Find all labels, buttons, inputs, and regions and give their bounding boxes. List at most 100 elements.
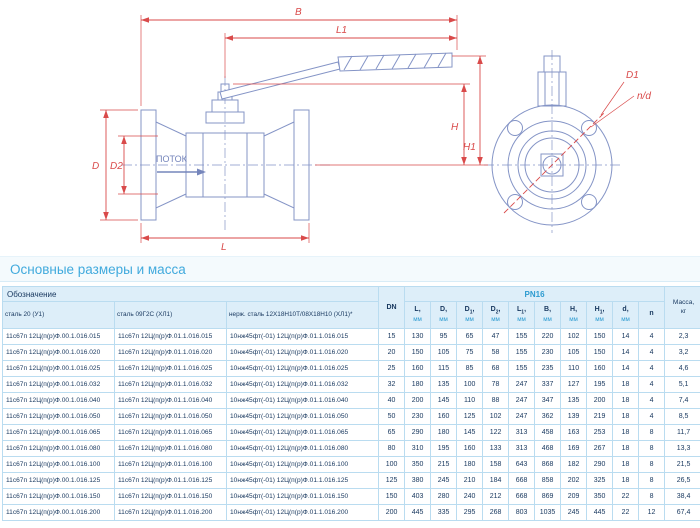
value-cell: 180 [430, 424, 458, 441]
designation-cell: 10нж45фт(-01) 12Ц(п(р)Ф.01.1.016.032 [225, 376, 380, 393]
value-cell: 160 [456, 440, 484, 457]
value-cell: 110 [560, 360, 588, 377]
value-cell: 11,7 [664, 424, 700, 441]
value-cell: 247 [508, 392, 536, 409]
value-cell: 458 [534, 424, 562, 441]
value-cell: 65 [456, 328, 484, 345]
value-cell: 310 [404, 440, 432, 457]
value-cell: 195 [430, 440, 458, 457]
value-cell: 4 [638, 344, 666, 361]
value-cell: 445 [586, 504, 614, 521]
value-cell: 362 [534, 408, 562, 425]
value-cell: 8 [638, 488, 666, 505]
value-cell: 67,4 [664, 504, 700, 521]
value-cell: 88 [482, 392, 510, 409]
col-header-steel20: сталь 20 (У1) [2, 301, 115, 329]
value-cell: 150 [586, 328, 614, 345]
value-cell: 290 [404, 424, 432, 441]
col-header-D: D,мм [430, 301, 458, 329]
value-cell: 15 [378, 328, 406, 345]
dim-label-H: H [451, 122, 459, 133]
value-cell: 13,3 [664, 440, 700, 457]
designation-cell: 11с67п 12Ц(п(р)Ф.01.1.016.065 [114, 424, 227, 441]
value-cell: 102 [482, 408, 510, 425]
designation-cell: 11с67п 12Ц(п(р)Ф.00.1.016.025 [2, 360, 115, 377]
value-cell: 350 [404, 456, 432, 473]
value-cell: 100 [456, 376, 484, 393]
value-cell: 80 [378, 440, 406, 457]
value-cell: 110 [456, 392, 484, 409]
value-cell: 643 [508, 456, 536, 473]
dim-label-nd: n/d [637, 91, 651, 102]
value-cell: 145 [456, 424, 484, 441]
valve-side-view [122, 52, 453, 230]
col-header-B: B,мм [534, 301, 562, 329]
value-cell: 240 [456, 488, 484, 505]
value-cell: 803 [508, 504, 536, 521]
col-header-D2: D2,мм [482, 301, 510, 329]
value-cell: 8 [638, 424, 666, 441]
value-cell: 468 [534, 440, 562, 457]
value-cell: 145 [430, 392, 458, 409]
value-cell: 21,5 [664, 456, 700, 473]
value-cell: 18 [612, 440, 640, 457]
designation-cell: 11с67п 12Ц(п(р)Ф.00.1.016.050 [2, 408, 115, 425]
value-cell: 182 [560, 456, 588, 473]
value-cell: 350 [586, 488, 614, 505]
value-cell: 200 [586, 392, 614, 409]
value-cell: 4 [638, 360, 666, 377]
dimension-labels: B L1 H H1 D D2 L D1 n/d [92, 7, 651, 253]
value-cell: 139 [560, 408, 588, 425]
value-cell: 180 [404, 376, 432, 393]
value-cell: 445 [404, 504, 432, 521]
flow-label: ПОТОК [156, 154, 188, 164]
value-cell: 75 [456, 344, 484, 361]
value-cell: 295 [456, 504, 484, 521]
designation-cell: 11с67п 12Ц(п(р)Ф.00.1.016.080 [2, 440, 115, 457]
value-cell: 247 [508, 408, 536, 425]
value-cell: 267 [586, 440, 614, 457]
designation-cell: 10нж45фт(-01) 12Ц(п(р)Ф.01.1.016.200 [225, 504, 380, 521]
value-cell: 14 [612, 360, 640, 377]
col-header-d: d,мм [612, 301, 640, 329]
designation-cell: 11с67п 12Ц(п(р)Ф.01.1.016.150 [114, 488, 227, 505]
mass-label: Масса, [672, 299, 695, 307]
designation-cell: 10нж45фт(-01) 12Ц(п(р)Ф.01.1.016.125 [225, 472, 380, 489]
value-cell: 163 [560, 424, 588, 441]
value-cell: 8 [638, 456, 666, 473]
value-cell: 125 [456, 408, 484, 425]
value-cell: 209 [560, 488, 588, 505]
value-cell: 125 [378, 472, 406, 489]
dim-label-D: D [92, 161, 99, 172]
value-cell: 40 [378, 392, 406, 409]
drawing-area: ПОТОК [0, 0, 700, 256]
value-cell: 2,3 [664, 328, 700, 345]
col-header-L: L,мм [404, 301, 432, 329]
value-cell: 313 [508, 424, 536, 441]
value-cell: 68 [482, 360, 510, 377]
value-cell: 38,4 [664, 488, 700, 505]
value-cell: 8,5 [664, 408, 700, 425]
designation-cell: 10нж45фт(-01) 12Ц(п(р)Ф.01.1.016.100 [225, 456, 380, 473]
value-cell: 22 [612, 504, 640, 521]
value-cell: 202 [560, 472, 588, 489]
value-cell: 253 [586, 424, 614, 441]
value-cell: 155 [508, 344, 536, 361]
col-header-n: n [638, 301, 666, 329]
value-cell: 150 [404, 344, 432, 361]
col-header-H: H,мм [560, 301, 588, 329]
value-cell: 245 [430, 472, 458, 489]
value-cell: 14 [612, 344, 640, 361]
designation-cell: 10нж45фт(-01) 12Ц(п(р)Ф.01.1.016.040 [225, 392, 380, 409]
designation-cell: 10нж45фт(-01) 12Ц(п(р)Ф.01.1.016.150 [225, 488, 380, 505]
col-header-L1: L1,мм [508, 301, 536, 329]
designation-cell: 11с67п 12Ц(п(р)Ф.01.1.016.080 [114, 440, 227, 457]
value-cell: 150 [378, 488, 406, 505]
col-header-pn16: PN16 [404, 286, 666, 302]
value-cell: 200 [378, 504, 406, 521]
